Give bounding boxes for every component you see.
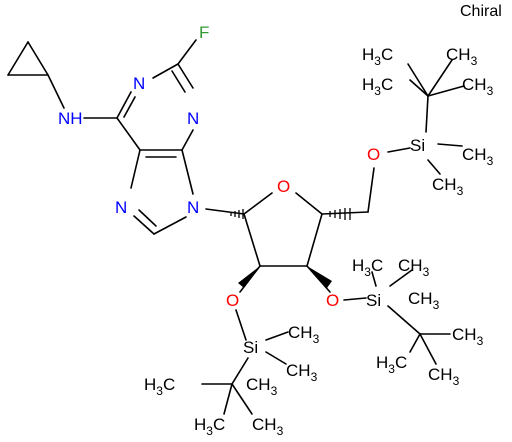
bond-o5-si bbox=[387, 147, 411, 153]
stereo-bonds bbox=[230, 208, 351, 288]
group-a-me1: CH3 bbox=[432, 175, 464, 198]
atom-f: F bbox=[199, 23, 209, 42]
bond-o3-si bbox=[343, 297, 367, 301]
bond-n7-c8 bbox=[133, 215, 155, 235]
group-b-me3: CH3 bbox=[408, 289, 440, 312]
bond-c2-n3 bbox=[177, 63, 194, 89]
bond-c3p-c4p bbox=[306, 213, 323, 267]
bond-cp3 bbox=[27, 41, 49, 76]
atom-o2: O bbox=[226, 291, 239, 310]
bond-c6-n1 bbox=[116, 91, 132, 119]
hash-c1p bbox=[230, 209, 244, 219]
atom-n7: N bbox=[115, 198, 127, 217]
group-b-l: H3C bbox=[376, 353, 407, 376]
bond-c5p-o5 bbox=[367, 167, 375, 213]
atom-n9: N bbox=[187, 198, 199, 217]
bond-c8-n9 bbox=[153, 216, 187, 235]
bond-c3p-o3 bbox=[306, 265, 331, 293]
group-a-me2: CH3 bbox=[462, 145, 494, 168]
bond-sia-c bbox=[425, 95, 429, 133]
group-c-r: CH3 bbox=[246, 375, 278, 398]
bond-c1p-o bbox=[243, 192, 273, 215]
group-a-tr: CH3 bbox=[446, 45, 478, 68]
bond-c5-c6 bbox=[116, 117, 141, 151]
bond-cp2 bbox=[7, 41, 29, 76]
bond-c5-n7 bbox=[130, 149, 141, 189]
hash-c4p bbox=[329, 208, 351, 220]
group-c-br: CH3 bbox=[252, 415, 284, 438]
chiral-label: Chiral bbox=[460, 3, 502, 20]
atom-si-a: Si bbox=[410, 136, 425, 155]
group-b-me2: CH3 bbox=[398, 256, 430, 279]
bond-ca-ml bbox=[409, 79, 429, 97]
group-b-r: CH3 bbox=[452, 325, 484, 348]
bond-sic-me2 bbox=[265, 351, 287, 365]
bond-cb-l bbox=[409, 333, 421, 353]
group-a-ml: H3C bbox=[362, 75, 393, 98]
bond-n7-c8-dbl bbox=[138, 209, 157, 227]
atom-nh: NH bbox=[58, 109, 83, 128]
atom-labels: F NH N N N N O O O O Si Si Si H3C CH3 H3… bbox=[58, 23, 494, 438]
bond-n9-c1p bbox=[205, 208, 245, 215]
group-c-me2: CH3 bbox=[286, 361, 318, 384]
atom-si-b: Si bbox=[366, 291, 381, 310]
atom-o3: O bbox=[326, 291, 339, 310]
atom-ring-o: O bbox=[277, 177, 290, 196]
bond-sia-me2 bbox=[437, 143, 463, 147]
group-a-tl: H3C bbox=[362, 45, 393, 68]
group-c-me1: CH3 bbox=[288, 323, 320, 346]
group-b-me1: H3C bbox=[352, 256, 383, 279]
bond-sib-me2 bbox=[389, 269, 413, 287]
bond-cc-br bbox=[231, 383, 253, 415]
bond-sib-me1 bbox=[371, 271, 377, 287]
bond-ca-tr bbox=[427, 59, 453, 97]
bond-n1-c2 bbox=[152, 63, 179, 79]
atom-o5: O bbox=[367, 145, 380, 164]
bond-sic-c bbox=[231, 357, 249, 385]
bond-c2-n3-dbl bbox=[171, 70, 186, 93]
wedge-c3p bbox=[307, 266, 332, 288]
bond-sic-me1 bbox=[265, 331, 289, 341]
bond-ca-mr bbox=[427, 85, 465, 97]
group-c-l: H3C bbox=[144, 375, 175, 398]
bond-c1p-c2p bbox=[243, 213, 261, 267]
group-b-b: CH3 bbox=[428, 365, 460, 388]
bond-n3-c4 bbox=[181, 129, 194, 151]
bond-n9-c4 bbox=[181, 149, 194, 195]
bonds bbox=[7, 39, 465, 415]
wedge-c2p bbox=[238, 266, 260, 288]
bond-o-c4p bbox=[295, 192, 323, 215]
bond-c6-n1-dbl bbox=[123, 96, 136, 118]
bond-cc-b bbox=[223, 383, 233, 415]
atom-si-c: Si bbox=[243, 338, 258, 357]
atom-n1: N bbox=[133, 74, 145, 93]
bond-sib-c bbox=[387, 305, 421, 335]
bond-ca-tl bbox=[407, 63, 429, 97]
bond-c2-f bbox=[177, 39, 197, 65]
bond-o2-si bbox=[235, 309, 247, 341]
bond-cp-nh bbox=[47, 74, 65, 109]
atom-n3: N bbox=[187, 109, 199, 128]
group-c-b: H3C bbox=[194, 415, 225, 438]
bond-sia-me1 bbox=[427, 159, 441, 175]
bond-cb-b bbox=[419, 333, 437, 365]
group-a-mr: CH3 bbox=[462, 75, 494, 98]
